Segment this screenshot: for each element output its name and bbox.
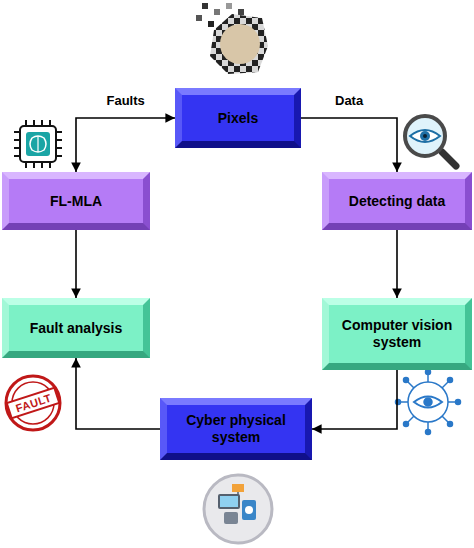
flow-arrow [312, 370, 397, 429]
flow-arrow [76, 118, 175, 172]
node-text: Computer vision system [335, 317, 459, 351]
flow-arrow [301, 118, 397, 172]
edge-label: Faults [107, 93, 145, 108]
node-text: Fault analysis [30, 320, 123, 337]
flow-arrow [396, 230, 398, 298]
flow-arrow [76, 358, 160, 429]
flow-arrow [75, 230, 77, 298]
cyber-icon [204, 475, 272, 543]
node-text: Cyber physical system [173, 412, 299, 446]
process-box: Fault analysis [2, 298, 150, 358]
magnifier-icon [405, 116, 456, 166]
chip-icon [14, 120, 62, 168]
stamp-icon [6, 376, 60, 430]
node-text: Pixels [218, 110, 258, 127]
node-text: FL-MLA [50, 193, 102, 210]
process-box: FL-MLA [2, 172, 150, 230]
process-box: Cyber physical system [160, 398, 312, 460]
process-box: Computer vision system [322, 298, 472, 370]
process-box: Pixels [175, 88, 301, 148]
network-eye-icon [396, 370, 461, 435]
edge-label: Data [335, 93, 363, 108]
pixel-icon [196, 3, 268, 74]
node-text: Detecting data [349, 193, 445, 210]
process-box: Detecting data [322, 172, 472, 230]
